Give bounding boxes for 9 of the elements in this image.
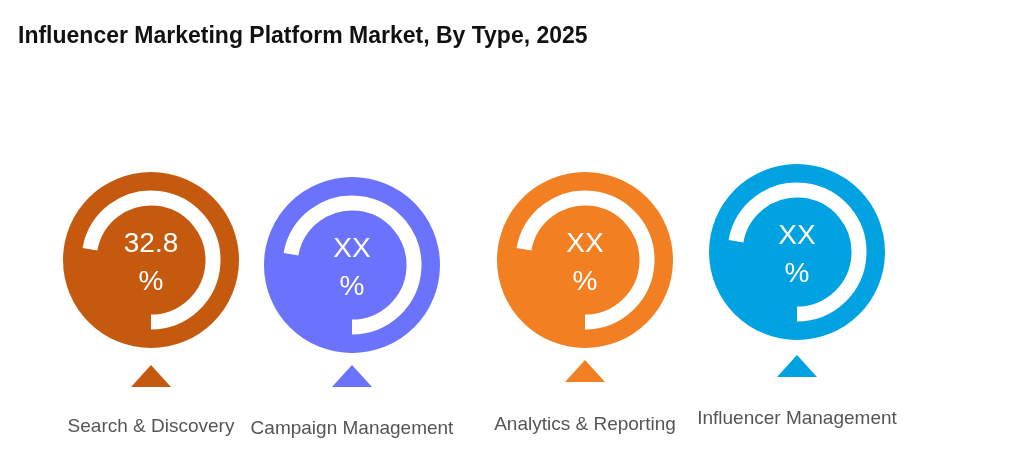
percent-value: XX % bbox=[777, 218, 817, 290]
chart-title: Influencer Marketing Platform Market, By Type, 2025 bbox=[18, 22, 588, 49]
percent-value: XX % bbox=[332, 231, 372, 303]
category-label: Influencer Management bbox=[697, 407, 897, 429]
category-label: Campaign Management bbox=[250, 417, 454, 439]
percent-value: 32.8 % bbox=[122, 226, 180, 298]
category-label: Analytics & Reporting bbox=[494, 413, 676, 435]
percent-value: XX % bbox=[565, 226, 605, 298]
category-label: Search & Discovery bbox=[67, 415, 235, 437]
